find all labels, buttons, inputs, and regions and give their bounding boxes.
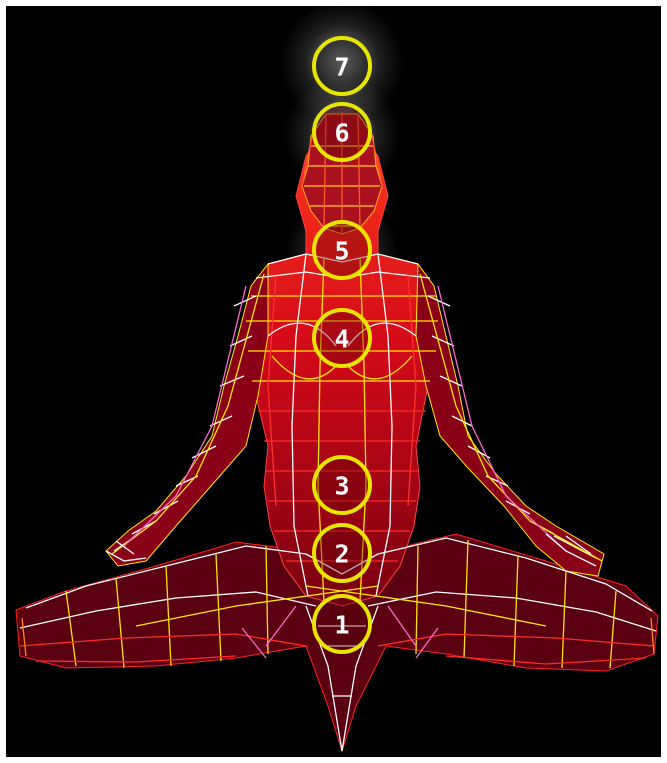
chakra-markers: 7 6 5 4 3 2 1 bbox=[314, 38, 370, 652]
meditating-figure bbox=[16, 114, 658, 751]
chakra-7[interactable]: 7 bbox=[314, 38, 370, 94]
chakra-1[interactable]: 1 bbox=[314, 596, 370, 652]
chakra-1-label: 1 bbox=[334, 611, 349, 640]
chakra-figure: 7 6 5 4 3 2 1 bbox=[6, 6, 661, 757]
left-arm bbox=[106, 264, 268, 566]
chakra-4-label: 4 bbox=[334, 325, 349, 354]
chakra-2[interactable]: 2 bbox=[314, 525, 370, 581]
chakra-7-label: 7 bbox=[334, 53, 349, 82]
chakra-3-label: 3 bbox=[334, 472, 349, 501]
chakra-5-label: 5 bbox=[334, 237, 349, 266]
image-frame: 7 6 5 4 3 2 1 bbox=[6, 6, 661, 757]
chakra-6[interactable]: 6 bbox=[314, 104, 370, 160]
chakra-5[interactable]: 5 bbox=[314, 222, 370, 278]
chakra-4[interactable]: 4 bbox=[314, 310, 370, 366]
chakra-2-label: 2 bbox=[334, 540, 349, 569]
chakra-6-label: 6 bbox=[334, 119, 349, 148]
chakra-3[interactable]: 3 bbox=[314, 457, 370, 513]
